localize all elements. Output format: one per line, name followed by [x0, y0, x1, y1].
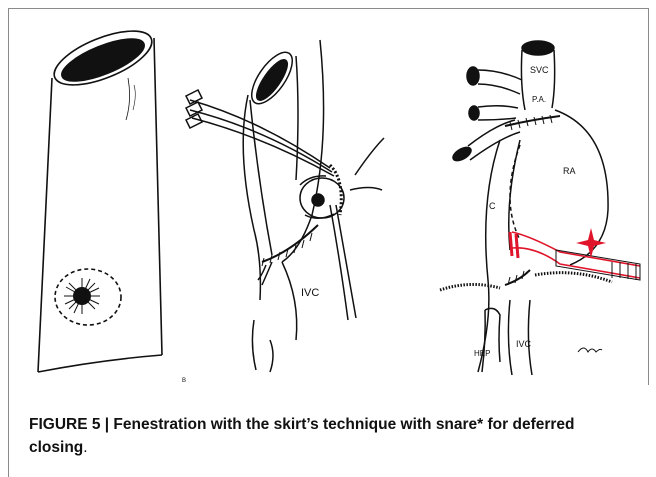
- figure-illustration: IVC B: [0, 0, 656, 390]
- panel-b-ivc-label: IVC: [301, 287, 319, 299]
- ivc-label: IVC: [516, 339, 532, 349]
- column-rule: [8, 384, 9, 477]
- svc-label: SVC: [530, 65, 549, 75]
- pa-label: P.A.: [532, 95, 546, 104]
- caption-period: .: [83, 439, 87, 456]
- panel-b-corner-mark: B: [182, 378, 186, 384]
- hep-label: HEP: [474, 349, 490, 358]
- star-marker-icon: [576, 228, 606, 258]
- panel-a-tube-drawing: [38, 20, 162, 372]
- ra-label: RA: [563, 166, 576, 176]
- caption-text: FIGURE 5 | Fenestration with the skirt’s…: [29, 416, 575, 456]
- panel-b-drawing: [186, 40, 384, 372]
- c-label: C: [489, 201, 496, 211]
- figure-caption: FIGURE 5 | Fenestration with the skirt’s…: [29, 413, 629, 459]
- panel-a-fenestration: [55, 269, 121, 325]
- panel-c-drawing: [440, 41, 612, 375]
